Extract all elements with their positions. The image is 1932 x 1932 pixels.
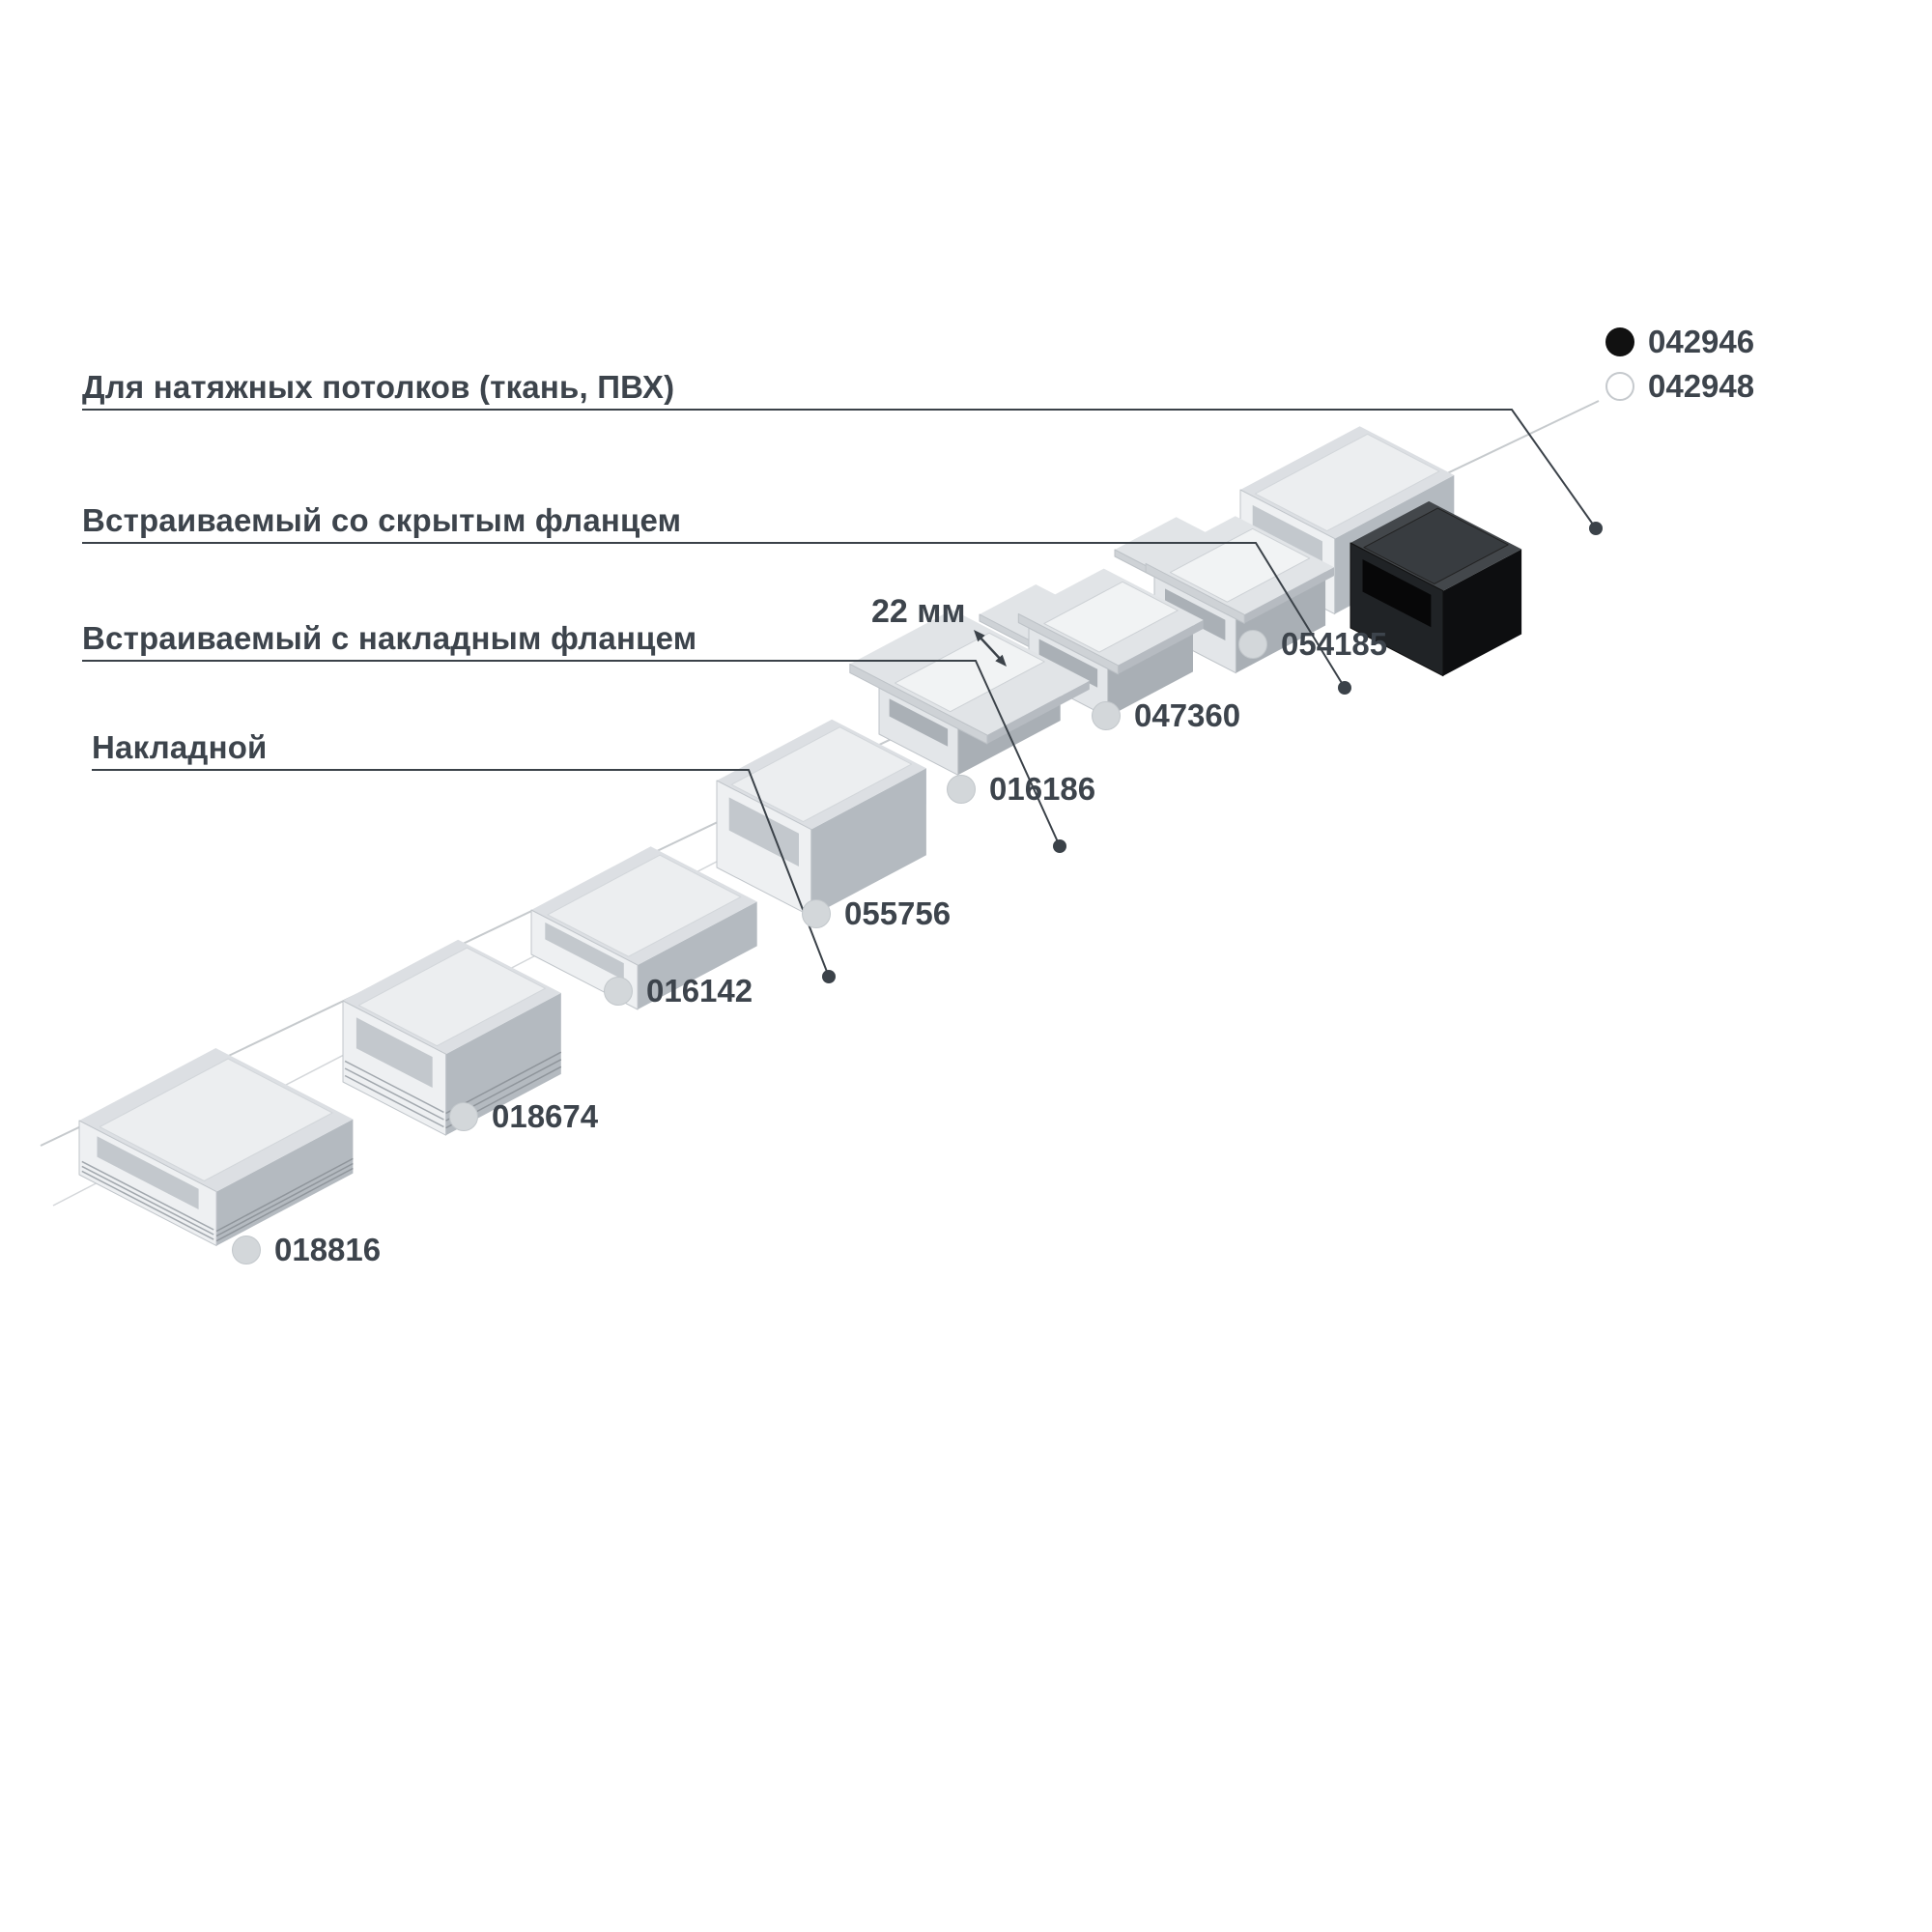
product-item: 055756	[802, 895, 951, 932]
label-surface-mounted: Накладной	[92, 729, 268, 765]
product-item: 018816	[232, 1232, 381, 1268]
silver-swatch-icon	[449, 1102, 478, 1131]
silver-swatch-icon	[232, 1236, 261, 1264]
product-item: 018674	[449, 1098, 598, 1135]
legend-item-white: 042948	[1605, 368, 1754, 405]
silver-swatch-icon	[1238, 630, 1267, 659]
product-item: 016186	[947, 771, 1095, 808]
dimension-label: 22 мм	[871, 593, 966, 630]
product-code: 016186	[989, 771, 1096, 807]
label-recessed-hidden-flange: Встраиваемый со скрытым фланцем	[82, 502, 682, 538]
silver-swatch-icon	[604, 977, 633, 1006]
legend-code: 042946	[1648, 324, 1755, 359]
silver-swatch-icon	[947, 775, 976, 804]
product-code: 047360	[1134, 697, 1241, 733]
product-item: 016142	[604, 973, 753, 1009]
legend-item-black: 042946	[1605, 324, 1754, 360]
product-item: 054185	[1238, 626, 1387, 663]
silver-swatch-icon	[802, 899, 831, 928]
product-code: 016142	[646, 973, 753, 1009]
silver-swatch-icon	[1092, 701, 1121, 730]
label-stretch-ceiling: Для натяжных потолков (ткань, ПВХ)	[82, 369, 675, 405]
product-code: 018674	[492, 1098, 599, 1134]
product-code: 018816	[274, 1232, 382, 1267]
product-code: 054185	[1281, 626, 1388, 662]
black-swatch-icon	[1605, 327, 1634, 356]
product-item: 047360	[1092, 697, 1240, 734]
product-code: 055756	[844, 895, 952, 931]
label-recessed-surface-flange: Встраиваемый с накладным фланцем	[82, 620, 697, 656]
legend-code: 042948	[1648, 368, 1755, 404]
white-swatch-icon	[1605, 372, 1634, 401]
